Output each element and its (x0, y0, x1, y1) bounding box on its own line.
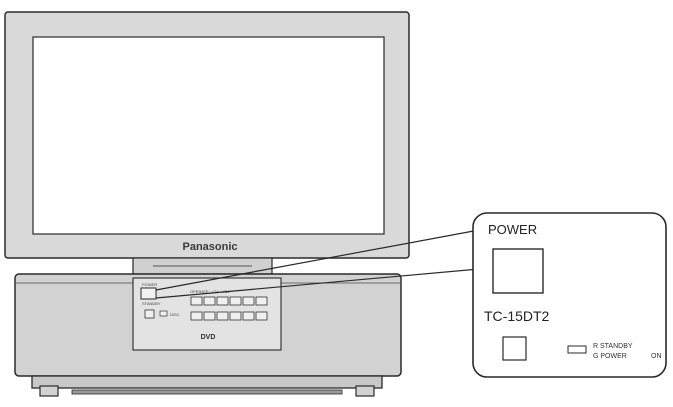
dvd-button-3[interactable] (216, 311, 229, 321)
right-foot (355, 385, 375, 397)
monitor-screen (32, 36, 385, 235)
panel-button-4[interactable] (229, 296, 242, 306)
panel-button-5[interactable] (242, 296, 255, 306)
panel-small-text-b: STANDBY (142, 301, 161, 306)
dvd-button-4[interactable] (229, 311, 242, 321)
panel-button-6[interactable] (255, 296, 268, 306)
tv-monitor: Panasonic (4, 11, 410, 259)
dvd-button-2[interactable] (203, 311, 216, 321)
leader-line-lower (155, 268, 480, 299)
leader-line-upper (155, 229, 480, 291)
standby-text-on: ON (651, 353, 662, 360)
power-button[interactable] (140, 287, 157, 300)
panel-small-text-c: OPERATE · CH · VOL (190, 289, 230, 294)
dvd-button-6[interactable] (255, 311, 268, 321)
brand-logo: Panasonic (182, 241, 237, 253)
dvd-button-1[interactable] (190, 311, 203, 321)
callout-power-label: POWER (488, 222, 537, 237)
callout-model-label: TC-15DT2 (484, 308, 550, 324)
panel-button-3[interactable] (216, 296, 229, 306)
panel-small-text-a: POWER (142, 282, 157, 287)
standby-indicator-led (567, 345, 587, 354)
left-foot (39, 385, 59, 397)
callout-power-button[interactable] (492, 248, 544, 294)
dvd-logo: DVD (201, 334, 216, 341)
dvd-base-unit: POWER STANDBY OPERATE · CH · VOL DISC DV… (14, 273, 402, 397)
standby-button[interactable] (144, 309, 155, 319)
dvd-button-5[interactable] (242, 311, 255, 321)
tv-neck (132, 257, 273, 275)
panel-button-1[interactable] (190, 296, 203, 306)
callout-sensor-window (502, 336, 527, 361)
bottom-rail (71, 389, 343, 395)
panel-button-2[interactable] (203, 296, 216, 306)
standby-text-line2: G POWER (593, 353, 627, 360)
callout-box: POWER TC-15DT2 R STANDBY G POWER ON (472, 212, 667, 378)
disc-indicator (159, 310, 168, 317)
callout-leader (155, 229, 480, 299)
panel-small-text-d: DISC (170, 312, 180, 317)
base-foot-strip (31, 375, 383, 389)
standby-text-line1: R STANDBY (593, 343, 633, 350)
